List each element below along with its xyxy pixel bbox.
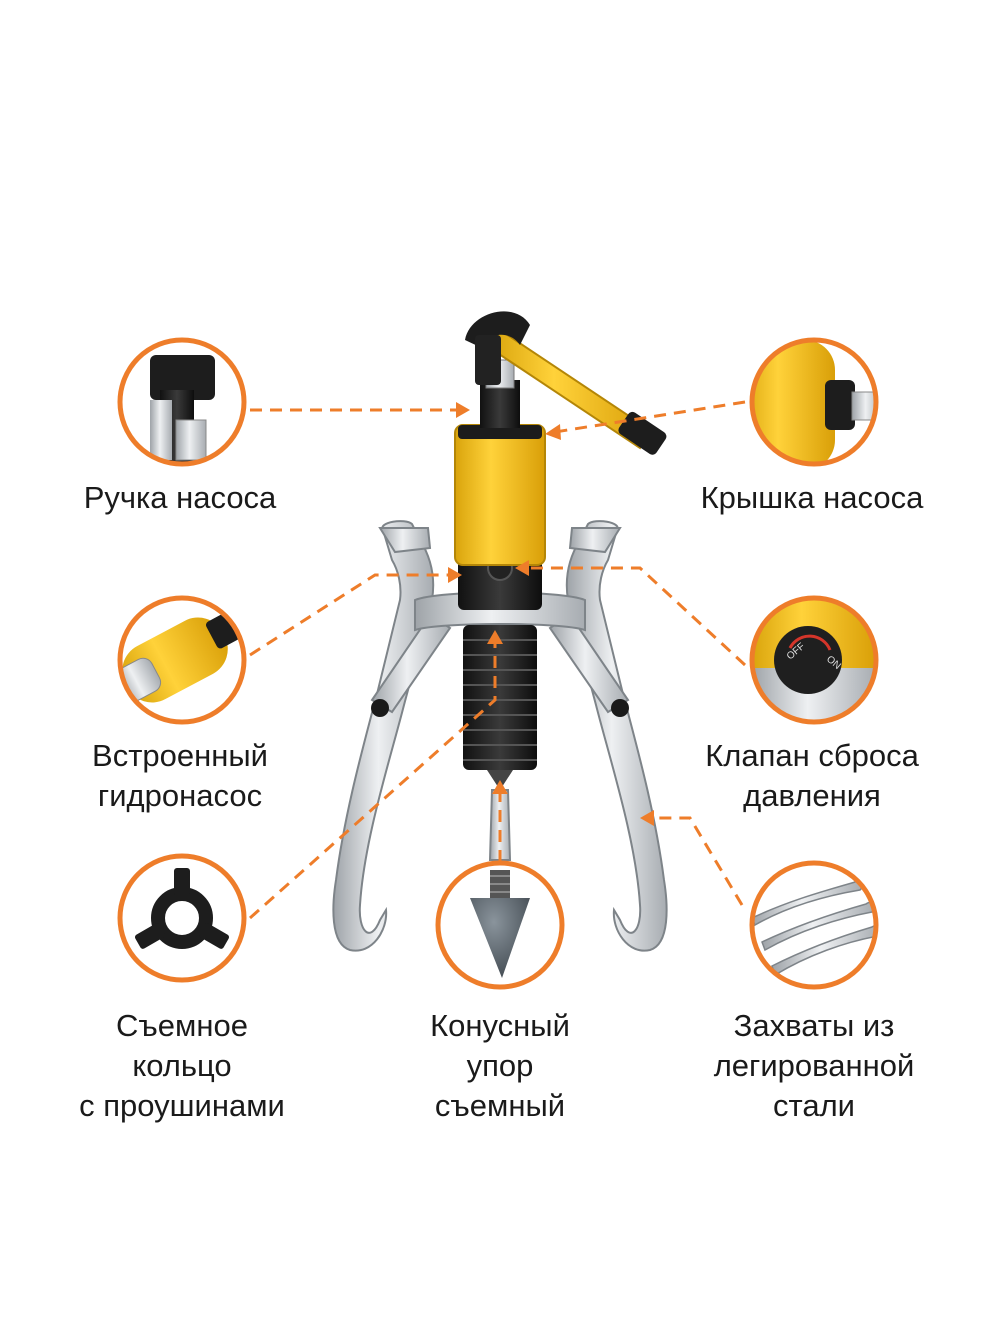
label-release-valve: Клапан сброса давления bbox=[705, 738, 919, 813]
release-valve-closeup-icon: OFF ON bbox=[749, 595, 879, 725]
pump-handle-closeup-icon bbox=[117, 337, 247, 467]
hydraulic-puller bbox=[332, 311, 668, 952]
label-ring: Съемное кольцо с проушинами bbox=[79, 1008, 285, 1123]
threaded-screw bbox=[463, 625, 537, 770]
label-pump-handle: Ручка насоса bbox=[83, 480, 277, 515]
leader-ring bbox=[249, 640, 497, 920]
leader-built-in-pump bbox=[249, 573, 455, 657]
leader-pump-cap bbox=[554, 400, 746, 434]
label-jaws: Захваты из легированной стали bbox=[713, 1008, 915, 1123]
label-cone: Конусный упор съемный bbox=[430, 1008, 570, 1123]
steel-jaws-closeup-icon bbox=[749, 860, 879, 990]
leader-lines bbox=[249, 400, 747, 920]
left-jaw-arm bbox=[332, 520, 435, 952]
leader-release-valve bbox=[525, 566, 747, 667]
pump-body bbox=[454, 424, 546, 566]
hydraulic-pump-closeup-icon bbox=[117, 595, 247, 725]
cone-tip-closeup-icon bbox=[435, 860, 565, 990]
label-built-in-pump: Встроенный гидронасос bbox=[92, 738, 268, 813]
leader-arrowheads bbox=[448, 402, 654, 826]
right-jaw-arm bbox=[565, 520, 668, 952]
pump-cap-closeup-icon bbox=[749, 337, 879, 467]
label-pump-cap: Крышка насоса bbox=[700, 480, 924, 515]
removable-ring-closeup-icon bbox=[117, 853, 247, 983]
leader-jaws bbox=[650, 816, 744, 906]
